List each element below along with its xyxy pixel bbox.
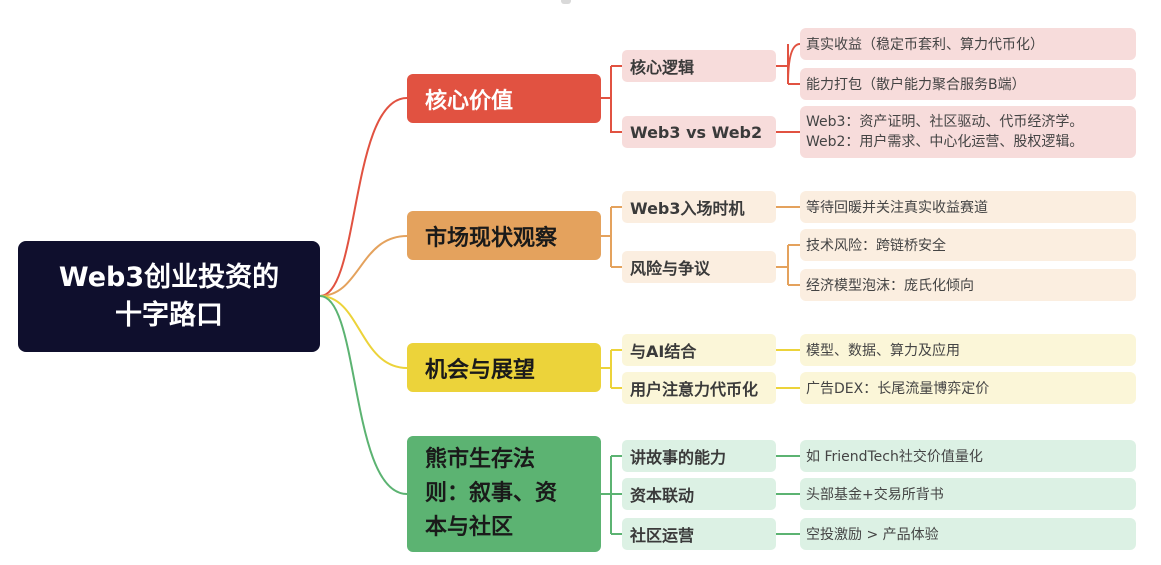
connector-root-market [319, 235, 408, 297]
leaf-fund-exchange[interactable]: 头部基金+交易所背书 [800, 478, 1136, 510]
topic-core-logic[interactable]: 核心逻辑 [622, 50, 776, 82]
topic-web3-entry-timing[interactable]: Web3入场时机 [622, 191, 776, 223]
topic-attention-tokenization[interactable]: 用户注意力代币化 [622, 372, 776, 404]
branch-core-value[interactable]: 核心价值 [407, 74, 601, 123]
leaf-ad-dex[interactable]: 广告DEX：长尾流量博弈定价 [800, 372, 1136, 404]
survival-label-line-1: 熊市生存法 [425, 446, 536, 472]
branch-market-status[interactable]: 市场现状观察 [407, 211, 601, 260]
connector-market-risk-leaves [776, 244, 800, 286]
leaf-real-yield[interactable]: 真实收益（稳定币套利、算力代币化） [800, 28, 1136, 60]
leaf-airdrop[interactable]: 空投激励 > 产品体验 [800, 518, 1136, 550]
connector-core-logic-leaves [776, 43, 801, 85]
connector-survival-leaves [776, 455, 800, 535]
connector-root-opportunity [319, 295, 408, 369]
leaf-capability-bundle[interactable]: 能力打包（散户能力聚合服务B端） [800, 68, 1136, 100]
connector-core-l2 [601, 65, 622, 133]
connector-root-survival [319, 295, 408, 495]
root-label-line-1: Web3创业投资的 [58, 261, 280, 293]
connector-market-l2 [601, 206, 622, 268]
topic-risks-controversy[interactable]: 风险与争议 [622, 251, 776, 283]
leaf-ponzi-bubble[interactable]: 经济模型泡沫：庞氏化倾向 [800, 269, 1136, 301]
connector-opportunity-l2 [601, 349, 622, 389]
topic-community-ops[interactable]: 社区运营 [622, 518, 776, 550]
survival-label: 熊市生存法 则：叙事、资 本与社区 [425, 443, 557, 545]
leaf-ai-stack[interactable]: 模型、数据、算力及应用 [800, 334, 1136, 366]
leaf-web3-web2-compare[interactable]: Web3：资产证明、社区驱动、代币经济学。 Web2：用户需求、中心化运营、股权… [800, 106, 1136, 158]
top-handle [561, 0, 571, 4]
leaf-web3-line: Web3：资产证明、社区驱动、代币经济学。 [806, 113, 1084, 130]
topic-ai-integration[interactable]: 与AI结合 [622, 334, 776, 366]
topic-web3-vs-web2[interactable]: Web3 vs Web2 [622, 116, 776, 148]
root-label: Web3创业投资的 十字路口 [59, 259, 279, 335]
survival-label-line-2: 则：叙事、资 [425, 480, 558, 506]
leaf-web2-line: Web2：用户需求、中心化运营、股权逻辑。 [806, 134, 1084, 150]
branch-survival-rules[interactable]: 熊市生存法 则：叙事、资 本与社区 [407, 436, 601, 552]
topic-capital-linkage[interactable]: 资本联动 [622, 478, 776, 510]
leaf-friendtech[interactable]: 如 FriendTech社交价值量化 [800, 440, 1136, 472]
branch-opportunity[interactable]: 机会与展望 [407, 343, 601, 392]
root-node[interactable]: Web3创业投资的 十字路口 [18, 241, 320, 352]
connector-opportunity-leaves [776, 349, 800, 389]
leaf-tech-risk[interactable]: 技术风险：跨链桥安全 [800, 229, 1136, 261]
topic-storytelling[interactable]: 讲故事的能力 [622, 440, 776, 472]
connector-survival-l2 [601, 455, 622, 535]
leaf-wait-recovery[interactable]: 等待回暖并关注真实收益赛道 [800, 191, 1136, 223]
connector-root-core [319, 97, 408, 297]
survival-label-line-3: 本与社区 [425, 515, 514, 541]
root-label-line-2: 十字路口 [115, 299, 223, 331]
